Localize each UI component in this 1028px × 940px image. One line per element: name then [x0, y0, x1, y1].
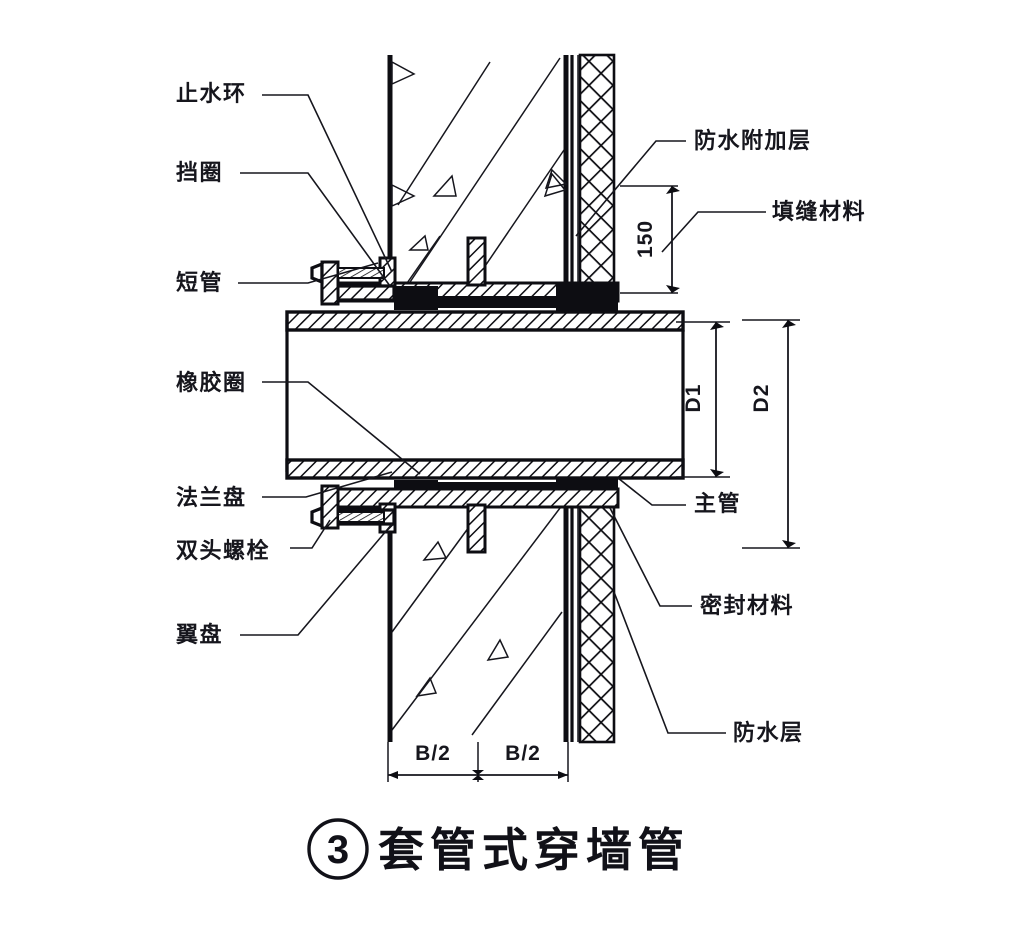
- waterproof-layer: [570, 55, 579, 742]
- label-stop-water-ring: 止水环: [176, 82, 247, 107]
- label-sealing-material: 密封材料: [700, 593, 794, 619]
- figure-number: 3: [327, 828, 349, 872]
- label-short-pipe: 短管: [176, 270, 223, 296]
- concrete-triangle-mark: [432, 174, 457, 197]
- concrete-triangle-mark: [415, 676, 438, 698]
- dim-b2-left-label: B/2: [415, 742, 451, 765]
- figure-number-circle: [307, 818, 369, 880]
- label-stud-bolt: 双头螺栓: [176, 539, 270, 564]
- protection-cross-hatch-layer: [578, 53, 616, 744]
- right-labels-group: 防水附加层 填缝材料 主管 密封材料 防水层: [694, 128, 866, 746]
- dim-b2-right-label: B/2: [505, 742, 541, 765]
- dimension-b2: B/2 B/2: [387, 742, 569, 782]
- dimension-d2: D2: [742, 319, 800, 549]
- label-wing-plate: 翼盘: [176, 622, 223, 648]
- dimension-d1: D1: [676, 321, 730, 478]
- dim-d1-label: D1: [682, 384, 705, 413]
- concrete-triangle-mark: [408, 234, 429, 251]
- label-flange-plate: 法兰盘: [176, 485, 247, 511]
- figure-title: 3 套管式穿墙管: [307, 818, 690, 880]
- label-rubber-ring: 橡胶圈: [176, 370, 247, 396]
- gasket-bridge-upper: [438, 296, 562, 308]
- concrete-triangle-mark: [543, 172, 567, 198]
- left-labels-group: 止水环 挡圈 短管 橡胶圈 法兰盘 双头螺栓 翼盘: [176, 82, 270, 648]
- lower-sleeve-assembly: [310, 479, 620, 554]
- concrete-wall: [387, 55, 569, 742]
- label-retaining-ring: 挡圈: [176, 161, 223, 186]
- dim-150-label: 150: [634, 220, 657, 258]
- rubber-gasket-upper-right: [556, 283, 618, 311]
- label-main-pipe: 主管: [694, 491, 741, 517]
- label-waterproof-extra-layer: 防水附加层: [694, 128, 812, 154]
- concrete-triangle-mark: [486, 638, 510, 661]
- section-arrow-marks: [391, 60, 568, 208]
- label-waterproof-layer: 防水层: [733, 721, 804, 746]
- label-joint-filler-material: 填缝材料: [772, 199, 866, 225]
- upper-sleeve-assembly: [285, 236, 685, 332]
- dimension-150: 150: [620, 185, 680, 294]
- dim-d2-label: D2: [750, 384, 773, 413]
- concrete-triangle-mark: [422, 540, 448, 561]
- rubber-gasket-upper-left: [394, 286, 438, 310]
- leader-lines: [238, 94, 766, 734]
- figure-title-text: 套管式穿墙管: [378, 823, 690, 877]
